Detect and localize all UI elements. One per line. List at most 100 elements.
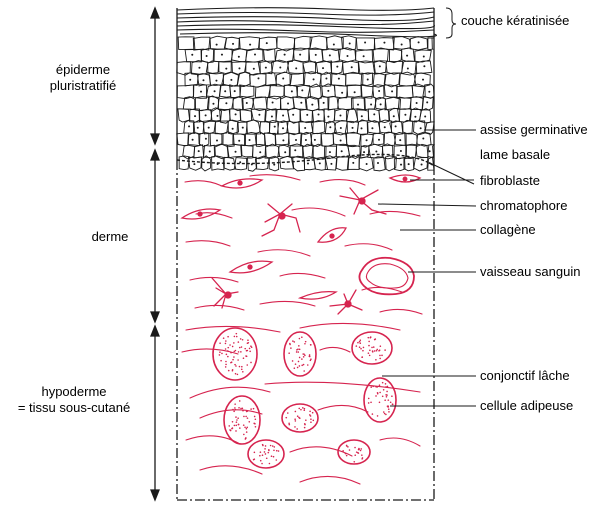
adipose-granule xyxy=(369,350,371,352)
adipose-granule xyxy=(359,339,361,341)
adipose-granule xyxy=(233,342,235,344)
adipose-granule xyxy=(262,454,264,456)
adipose-granule xyxy=(249,351,251,353)
cell-nucleus xyxy=(391,90,393,92)
cell-nucleus xyxy=(380,103,382,105)
adipose-granule xyxy=(356,451,358,453)
adipose-granule xyxy=(296,428,298,430)
adipose-granule xyxy=(301,336,303,338)
adipose-granule xyxy=(242,407,244,409)
cell-nucleus xyxy=(354,91,356,93)
cell-nucleus xyxy=(406,55,408,57)
adipose-granule xyxy=(299,349,301,351)
cell-nucleus xyxy=(325,78,327,80)
adipose-granule xyxy=(278,450,280,452)
adipose-granule xyxy=(368,352,370,354)
adipose-granule xyxy=(372,351,374,353)
adipose-granule xyxy=(294,341,296,343)
adipose-granule xyxy=(358,448,360,450)
adipose-granule xyxy=(372,386,374,388)
cell-nucleus xyxy=(366,139,368,141)
cell-nucleus xyxy=(284,54,286,56)
cell-nucleus xyxy=(346,55,348,57)
chromatophores xyxy=(212,188,386,314)
cell-nucleus xyxy=(370,104,372,106)
section-frame xyxy=(177,160,434,500)
cell-nucleus xyxy=(295,139,297,141)
cell-nucleus xyxy=(257,77,259,79)
adipose-granule xyxy=(233,411,235,413)
cell-nucleus xyxy=(416,102,418,104)
cell-nucleus xyxy=(424,116,426,118)
cell-nucleus xyxy=(428,91,430,93)
adipose-granule xyxy=(309,354,311,356)
cell-nucleus xyxy=(401,44,403,46)
adipose-granule xyxy=(375,386,377,388)
adipose-granule xyxy=(219,342,221,344)
cell-nucleus xyxy=(341,92,343,94)
cell-nucleus xyxy=(282,114,284,116)
adipose-granule xyxy=(236,421,238,423)
cell-nucleus xyxy=(336,66,338,68)
adipose-granule xyxy=(264,451,266,453)
fibroblast-label: fibroblaste xyxy=(480,173,540,189)
adipose-granule xyxy=(235,409,237,411)
adipose-granule xyxy=(298,408,300,410)
adipose-granule xyxy=(299,338,301,340)
adipose-granule xyxy=(378,350,380,352)
adipose-granule xyxy=(387,399,389,401)
adipose-granule xyxy=(379,355,381,357)
epidermis-cell xyxy=(233,134,245,146)
adipose-granule xyxy=(379,358,381,360)
epidermis-cell xyxy=(177,85,194,99)
epidermis-cell xyxy=(357,120,367,135)
adipose-granule xyxy=(269,463,271,465)
cell-nucleus xyxy=(422,138,424,140)
adipose-granule xyxy=(313,420,315,422)
adipose-granule xyxy=(342,450,344,452)
adipose-granule xyxy=(235,373,237,375)
cell-nucleus xyxy=(373,113,375,115)
adipose-granule xyxy=(266,457,268,459)
adipose-granule xyxy=(357,342,359,344)
adipose-granule xyxy=(373,346,375,348)
cell-nucleus xyxy=(189,79,191,81)
cell-nucleus xyxy=(371,127,373,129)
cell-nucleus xyxy=(338,78,340,80)
adipose-granule xyxy=(246,411,248,413)
cell-nucleus xyxy=(198,150,200,152)
cell-nucleus xyxy=(202,79,204,81)
adipose-granule xyxy=(246,355,248,357)
cell-nucleus xyxy=(422,79,424,81)
cell-nucleus xyxy=(378,139,380,141)
adipose-granule xyxy=(261,463,263,465)
adipose-granule xyxy=(242,339,244,341)
adipose-granule xyxy=(226,354,228,356)
adipose-granule xyxy=(310,418,312,420)
adipose-granule xyxy=(384,413,386,415)
adipose-granule xyxy=(234,336,236,338)
adipose-granule xyxy=(248,342,250,344)
adipose-granule xyxy=(241,346,243,348)
epidermis-cell xyxy=(331,61,343,74)
cell-nucleus xyxy=(238,56,240,58)
cell-nucleus xyxy=(188,125,190,127)
adipose-granule xyxy=(225,343,227,345)
cell-nucleus xyxy=(400,164,402,166)
adipose-granule xyxy=(234,364,236,366)
epidermis-cell xyxy=(185,49,201,62)
adipose-granule xyxy=(239,347,241,349)
epidermis-cell xyxy=(219,61,231,74)
adipose-granule xyxy=(384,399,386,401)
fat-cell-label: cellule adipeuse xyxy=(480,398,573,414)
cell-nucleus xyxy=(197,127,199,129)
adipose-granule xyxy=(244,348,246,350)
cell-nucleus xyxy=(282,77,284,79)
cell-nucleus xyxy=(366,163,368,165)
cell-nucleus xyxy=(301,89,303,91)
adipose-granule xyxy=(229,344,231,346)
adipose-granule xyxy=(240,408,242,410)
adipose-granule xyxy=(232,346,234,348)
cell-nucleus xyxy=(319,162,321,164)
adipose-granule xyxy=(234,403,236,405)
